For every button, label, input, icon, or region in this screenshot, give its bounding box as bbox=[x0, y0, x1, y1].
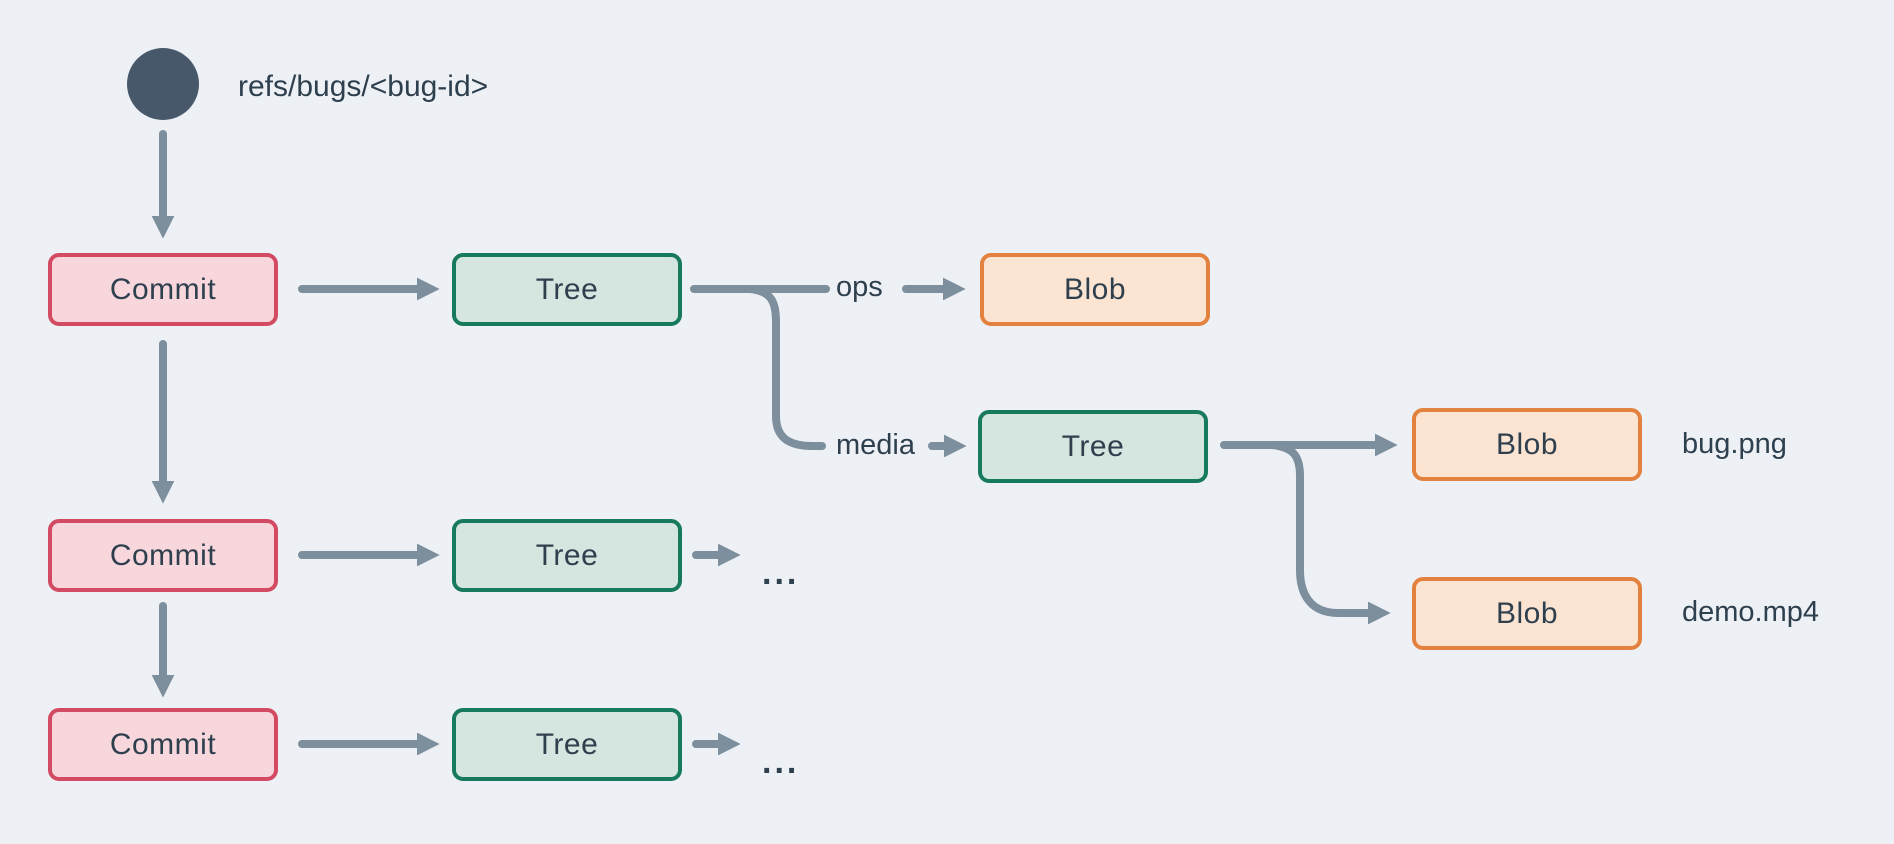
ref-node-icon bbox=[127, 48, 199, 120]
file-label-bug-png: bug.png bbox=[1682, 428, 1787, 460]
blob-node-demo-mp4: Blob bbox=[1412, 577, 1642, 650]
commit-node-1: Commit bbox=[48, 253, 278, 326]
ellipsis-row3: ... bbox=[762, 743, 800, 781]
edge-label-ops: ops bbox=[836, 271, 883, 303]
edge-mediatree-branch-to-blob-demo bbox=[1268, 441, 1391, 625]
tree-node-row2: Tree bbox=[452, 519, 682, 592]
tree-node-row1: Tree bbox=[452, 253, 682, 326]
ellipsis-row2: ... bbox=[762, 554, 800, 592]
tree-node-media: Tree bbox=[978, 410, 1208, 483]
blob-node-ops: Blob bbox=[980, 253, 1210, 326]
blob-node-bug-png: Blob bbox=[1412, 408, 1642, 481]
edge-tree1-branch-to-media bbox=[746, 285, 826, 450]
file-label-demo-mp4: demo.mp4 bbox=[1682, 596, 1820, 628]
tree-node-row3: Tree bbox=[452, 708, 682, 781]
commit-node-3: Commit bbox=[48, 708, 278, 781]
ref-label: refs/bugs/<bug-id> bbox=[238, 70, 489, 103]
commit-node-2: Commit bbox=[48, 519, 278, 592]
edge-label-media: media bbox=[836, 429, 915, 461]
